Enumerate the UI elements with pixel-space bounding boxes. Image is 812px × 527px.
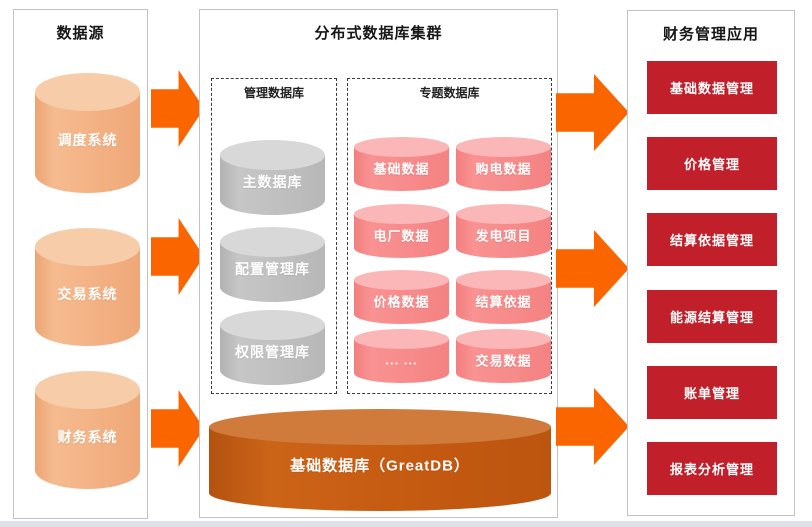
cylinder-label: 电厂数据 [373,228,430,244]
cylinder-label: 权限管理库 [235,344,310,360]
flow-arrow-right-3 [556,388,629,465]
cylinder-top [456,204,551,224]
cylinder-top [220,140,325,170]
cylinder-label: 财务系统 [57,429,118,446]
cluster-panel-title: 分布式数据库集群 [314,25,443,42]
base-database-cylinder: 基础数据库（GreatDB） [209,409,551,511]
flow-arrow-left-1 [151,70,204,147]
management-cylinder-config: 配置管理库 [220,227,325,302]
cylinder-label: 交易数据 [475,353,532,369]
topic-cylinder-power-purchase: 购电数据 [456,137,551,191]
cylinder-top [354,329,449,349]
app-block-energy-settlement-mgmt: 能源结算管理 [647,290,777,343]
cylinder-top [35,73,140,111]
cylinder-top [456,270,551,290]
cylinder-top [35,371,140,409]
app-block-settlement-basis-mgmt: 结算依据管理 [647,213,777,266]
topic-cylinder-ellipsis: ... ... [354,329,449,383]
datasource-cylinder-dispatch: 调度系统 [35,73,140,193]
cylinder-top [35,228,140,266]
app-block-basic-data-mgmt: 基础数据管理 [647,61,777,114]
topic-db-group: 专题数据库 基础数据 购电数据 电厂数据 发电项目 [347,78,552,394]
topic-db-group-title: 专题数据库 [419,86,480,100]
topic-cylinder-basic-data: 基础数据 [354,137,449,191]
cylinder-top [220,310,325,340]
app-block-report-analysis-mgmt: 报表分析管理 [647,442,777,495]
cluster-panel: 分布式数据库集群 管理数据库 主数据库 配置管理库 权限管理库 专题数据库 [199,9,558,518]
topic-cylinder-trading-data: 交易数据 [456,329,551,383]
cylinder-label: 购电数据 [475,161,532,177]
app-block-price-mgmt: 价格管理 [647,137,777,190]
management-db-group-title: 管理数据库 [243,86,304,100]
topic-cylinder-power-plant: 电厂数据 [354,204,449,258]
cylinder-label: 交易系统 [57,286,118,303]
management-cylinder-main: 主数据库 [220,140,325,215]
apps-panel: 财务管理应用 基础数据管理 价格管理 结算依据管理 能源结算管理 账单管理 报表… [627,10,795,516]
topic-cylinder-generation-project: 发电项目 [456,204,551,258]
cylinder-top [456,329,551,349]
cylinder-top [456,137,551,157]
cylinder-label: 配置管理库 [235,261,310,277]
cylinder-label: 主数据库 [242,174,303,190]
topic-cylinder-price-data: 价格数据 [354,270,449,324]
datasource-cylinder-trading: 交易系统 [35,228,140,346]
flow-arrow-right-2 [556,230,629,307]
datasource-panel-title: 数据源 [56,25,105,42]
cylinder-label: 基础数据 [373,161,430,177]
cylinder-label: 发电项目 [475,228,532,244]
flow-arrow-left-3 [151,390,204,467]
cylinder-top [354,270,449,290]
flow-arrow-left-2 [151,218,204,295]
cylinder-top [354,204,449,224]
cylinder-label: 基础数据库（GreatDB） [290,457,470,475]
datasource-panel: 数据源 调度系统 交易系统 财务系统 [13,9,148,519]
cylinder-top [209,409,551,445]
cylinder-label: ... ... [385,352,418,368]
cylinder-top [354,137,449,157]
topic-cylinder-settlement-basis: 结算依据 [456,270,551,324]
management-cylinder-permission: 权限管理库 [220,310,325,385]
flow-arrow-right-1 [556,74,629,151]
app-block-bill-mgmt: 账单管理 [647,366,777,419]
apps-panel-title: 财务管理应用 [662,26,759,43]
cylinder-label: 价格数据 [373,294,430,310]
cylinder-label: 结算依据 [475,294,532,310]
bottom-edge-band [0,521,812,527]
cylinder-label: 调度系统 [57,132,118,149]
cylinder-top [220,227,325,257]
management-db-group: 管理数据库 主数据库 配置管理库 权限管理库 [211,78,337,394]
datasource-cylinder-finance: 财务系统 [35,371,140,489]
